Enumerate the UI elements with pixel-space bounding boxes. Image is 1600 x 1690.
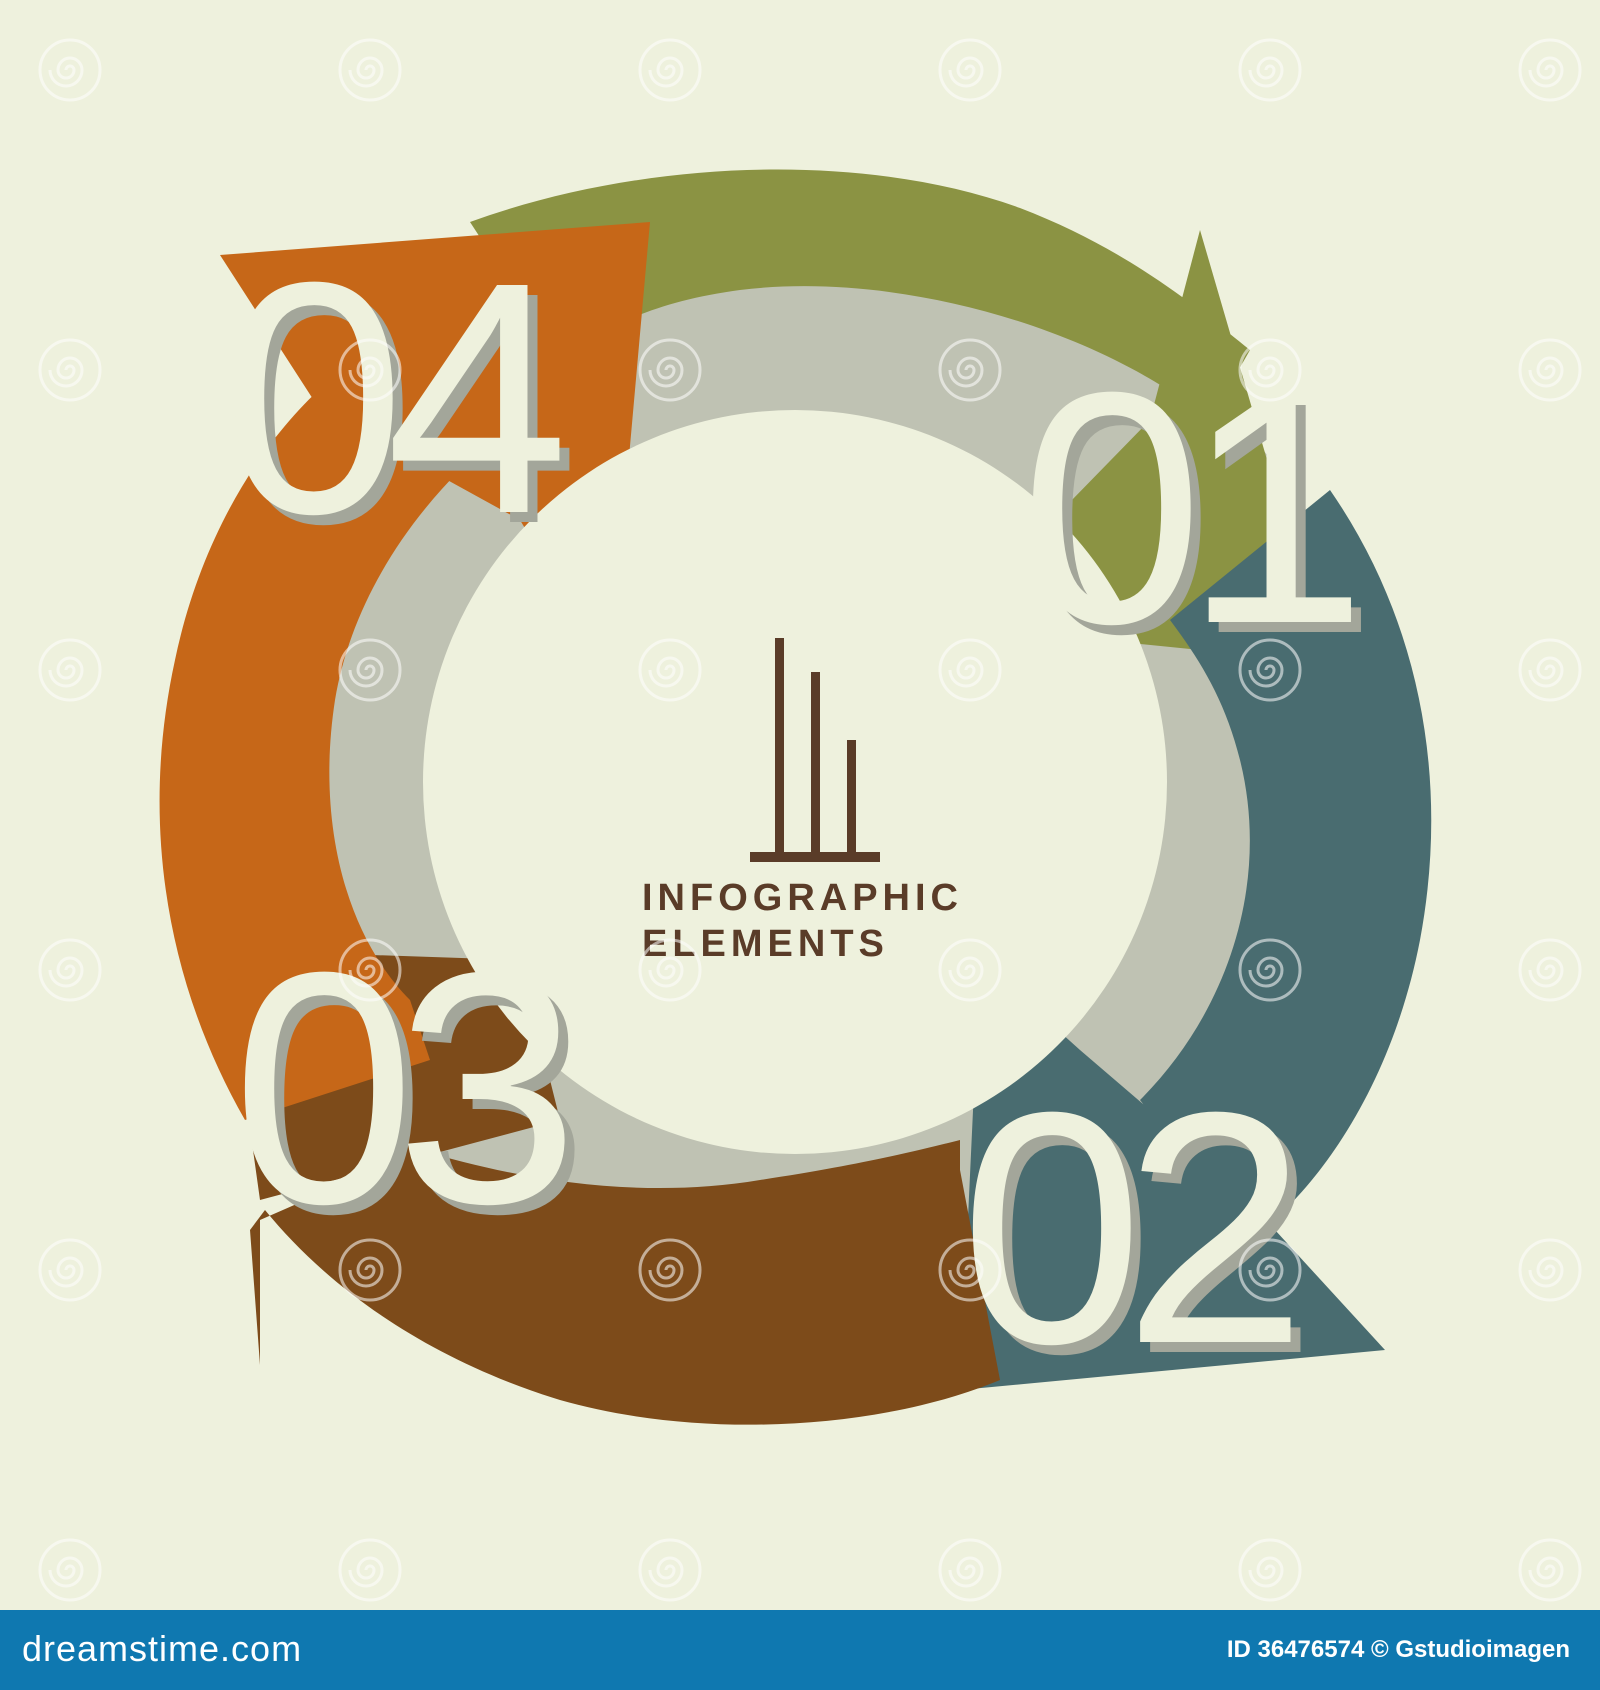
title-line1: INFOGRAPHIC [642,877,963,919]
spiral-watermark-icon [1515,935,1585,1005]
spiral-watermark-icon [935,35,1005,105]
spiral-watermark-icon [935,335,1005,405]
footer-bar: dreamstime.com ID 36476574 © Gstudioimag… [0,1610,1600,1690]
spiral-watermark-icon [1515,1235,1585,1305]
spiral-watermark-icon [35,335,105,405]
spiral-watermark-icon [1235,335,1305,405]
spiral-watermark-icon [335,35,405,105]
spiral-watermark-icon [935,935,1005,1005]
spiral-watermark-icon [635,935,705,1005]
step-number-04: 04 [222,213,561,582]
segment-02 [960,490,1432,1390]
spiral-watermark-icon [1515,635,1585,705]
spiral-watermark-icon [635,335,705,405]
step-number-01: 01 [1020,323,1354,692]
spiral-watermark-icon [35,35,105,105]
step-number-02-shadow: 02 [970,1053,1304,1422]
spiral-watermark-icon [1235,635,1305,705]
spiral-watermark-icon [335,935,405,1005]
segment-01 [470,169,1380,660]
spiral-watermark-icon [1235,35,1305,105]
spiral-watermark-icon [335,1535,405,1605]
spiral-watermark-icon [35,935,105,1005]
segment-03 [225,950,1000,1425]
spiral-watermark-icon [935,635,1005,705]
spiral-watermark-icon [635,635,705,705]
spiral-watermark-icon [935,1235,1005,1305]
spiral-watermark-icon [635,1535,705,1605]
step-number-03-shadow: 03 [242,913,576,1282]
infographic-diagram: INFOGRAPHIC ELEMENTS 04 04 01 01 03 03 0… [159,169,1432,1425]
spiral-watermark-icon [1235,1235,1305,1305]
footer-credit: ID 36476574 © Gstudioimagen [1226,1636,1570,1663]
spiral-watermark-icon [1235,935,1305,1005]
step-number-03: 03 [232,903,566,1272]
bar-chart-icon [750,638,880,862]
spiral-watermark-icon [335,335,405,405]
spiral-watermark-icon [335,1235,405,1305]
spiral-watermark-icon [935,1535,1005,1605]
spiral-watermark-icon [35,635,105,705]
spiral-watermark-icon [635,1235,705,1305]
step-number-04-shadow: 04 [232,223,571,592]
step-number-01-shadow: 01 [1030,333,1364,702]
spiral-watermark-icon [35,1535,105,1605]
spiral-watermark-icon [335,635,405,705]
spiral-watermark-icon [1515,35,1585,105]
spiral-watermark-icon [1515,1535,1585,1605]
segment-04 [159,222,650,1120]
spiral-watermark-icon [1515,335,1585,405]
step-number-02: 02 [960,1043,1294,1412]
spiral-watermark-icon [635,35,705,105]
spiral-watermark-icon [1235,1535,1305,1605]
spiral-watermark-icon [35,1235,105,1305]
footer-brand[interactable]: dreamstime.com [22,1628,303,1669]
